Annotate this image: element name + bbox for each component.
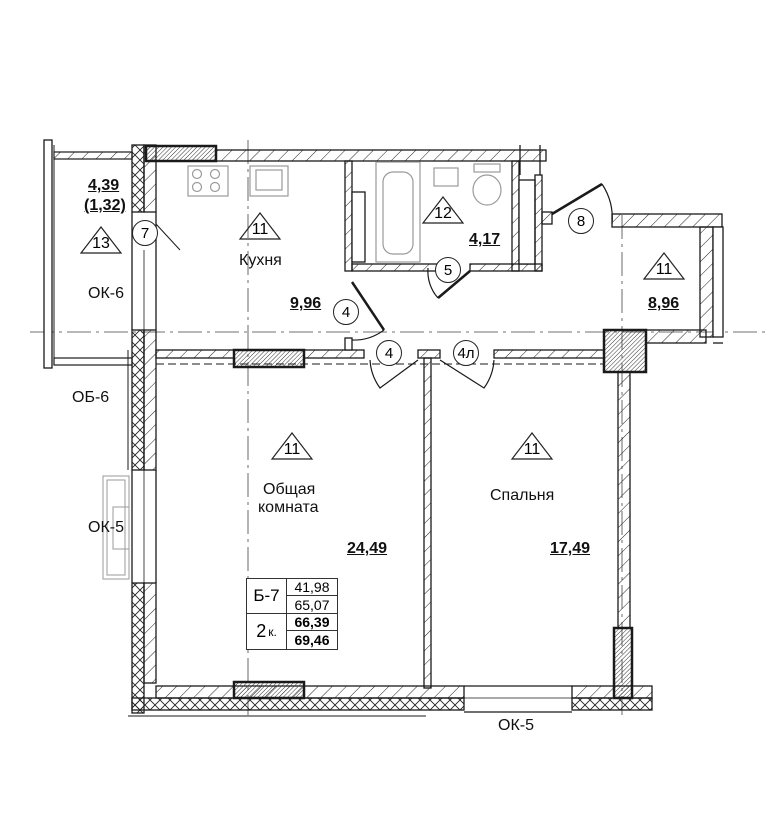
middle-wall <box>155 328 648 374</box>
loggia-area: 4,39 <box>88 177 120 194</box>
area-total: 69,46 <box>294 632 330 648</box>
area-with-loggia-reduced: 66,39 <box>287 614 337 631</box>
room-name-bedroom: Спальня <box>490 487 555 504</box>
area-living: 41,98 <box>287 579 337 596</box>
finish-mark-bathroom: 12 <box>421 196 465 224</box>
finish-mark-hall: 11 <box>642 252 686 280</box>
window-mark-ok5-left: ОК-5 <box>88 519 124 536</box>
door-marker-4-living: 4 <box>376 340 402 366</box>
room-name-living-line1: Общая <box>263 481 316 498</box>
loggia-walls <box>43 139 133 369</box>
finish-mark-loggia: 13 <box>79 226 123 254</box>
window-mark-ok5-bottom: ОК-5 <box>498 717 534 734</box>
partition-wall <box>423 357 432 689</box>
fixtures <box>187 161 502 263</box>
door-marker-5: 5 <box>435 257 461 283</box>
finish-mark-bedroom: 11 <box>510 432 554 460</box>
window-mark-ok6: ОК-6 <box>88 285 124 302</box>
room-area-bathroom: 4,17 <box>469 231 501 248</box>
finish-mark-kitchen: 11 <box>238 212 282 240</box>
bottom-exterior-wall <box>128 680 653 717</box>
triangle-icon <box>238 212 282 240</box>
bedroom-right-wall <box>612 371 634 700</box>
door-mark-ob6: ОБ-6 <box>72 389 110 406</box>
room-area-kitchen: 9,96 <box>290 295 322 312</box>
door-marker-4-kitchen: 4 <box>333 299 359 325</box>
area-total-no-loggia: 65,07 <box>287 596 337 614</box>
door-swings <box>155 182 613 389</box>
door-marker-4l-bedroom: 4л <box>453 340 479 366</box>
room-area-hall: 8,96 <box>648 295 680 312</box>
left-exterior-wall <box>127 144 157 714</box>
triangle-icon <box>510 432 554 460</box>
room-area-living: 24,49 <box>347 540 388 557</box>
loggia-area-reduced: (1,32) <box>84 197 126 214</box>
room-area-bedroom: 17,49 <box>550 540 591 557</box>
finish-mark-living: 11 <box>270 432 314 460</box>
triangle-icon <box>421 196 465 224</box>
room-name-kitchen: Кухня <box>239 252 282 269</box>
window-ok5-left <box>102 475 130 580</box>
triangle-icon <box>79 226 123 254</box>
door-marker-8: 8 <box>568 208 594 234</box>
triangle-icon <box>270 432 314 460</box>
top-walls <box>144 144 547 175</box>
door-marker-7: 7 <box>132 220 158 246</box>
bathroom-walls <box>344 160 543 272</box>
room-name-living-line2: комната <box>258 499 319 516</box>
triangle-icon <box>642 252 686 280</box>
apartment-code: Б-7 <box>247 579 287 614</box>
hall-walls <box>541 211 724 344</box>
